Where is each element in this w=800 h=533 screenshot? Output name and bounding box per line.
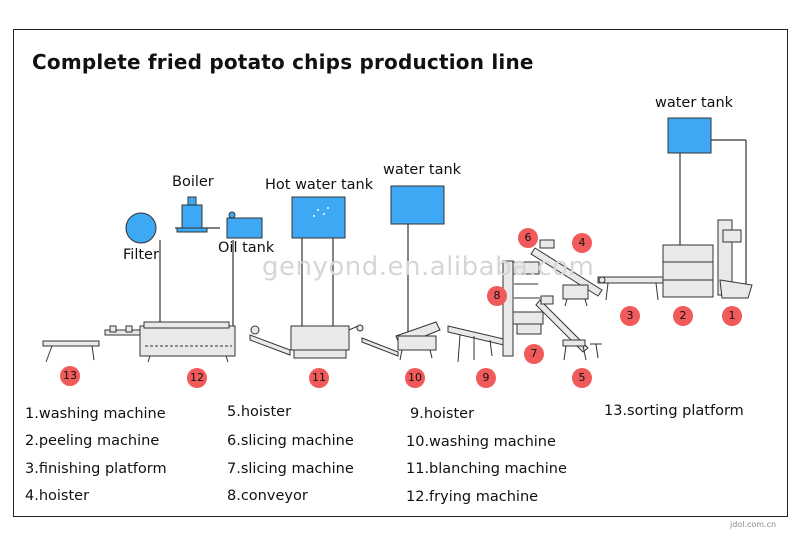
washing-machine-10: [361, 321, 441, 361]
step-marker-3: 3: [620, 306, 640, 326]
hoister-9: [447, 325, 509, 363]
legend-item-5: 5.hoister: [227, 404, 292, 420]
step-marker-4: 4: [572, 233, 592, 253]
filter-tank: [125, 212, 157, 244]
label-boiler: Boiler: [172, 174, 214, 190]
blanching-machine: [249, 324, 364, 359]
peeling-machine: [662, 244, 714, 298]
label-hot-water-tank: Hot water tank: [265, 177, 374, 193]
step-marker-12: 12: [187, 368, 207, 388]
step-marker-13: 13: [60, 366, 80, 386]
legend-item-13: 13.sorting platform: [604, 403, 744, 419]
diagram-frame: [13, 29, 788, 517]
hot-water-tank: [291, 196, 346, 239]
legend-item-7: 7.slicing machine: [227, 461, 354, 477]
label-water-tank-right: water tank: [655, 95, 734, 111]
step-marker-1: 1: [722, 306, 742, 326]
step-marker-8: 8: [487, 286, 507, 306]
sorting-platform: [42, 340, 100, 363]
watermark-text: genyond.en.alibaba.com: [262, 252, 595, 282]
step-marker-11: 11: [309, 368, 329, 388]
legend-item-4: 4.hoister: [25, 488, 90, 504]
water-tank-right: [667, 117, 712, 154]
oil-tank-unit: [226, 211, 263, 239]
legend-item-1: 1.washing machine: [25, 406, 166, 422]
legend-item-10: 10.washing machine: [406, 434, 556, 450]
finishing-platform: [597, 276, 665, 301]
boiler-unit: [176, 196, 208, 233]
step-marker-6: 6: [518, 228, 538, 248]
conveyor-tower: [502, 260, 544, 357]
hoister-5: [535, 295, 602, 361]
legend-item-11: 11.blanching machine: [406, 461, 567, 477]
legend-item-6: 6.slicing machine: [227, 433, 354, 449]
step-marker-7: 7: [524, 344, 544, 364]
washing-machine-1: [717, 219, 753, 299]
step-marker-9: 9: [476, 368, 496, 388]
label-filter: Filter: [123, 247, 159, 263]
image-credit: jdol.com.cn: [730, 520, 777, 529]
legend-item-9: 9.hoister: [410, 406, 475, 422]
hoister-4: [530, 239, 603, 307]
diagram-title: Complete fried potato chips production l…: [32, 50, 534, 74]
hot-water-tank-marks: [313, 207, 329, 217]
label-oil-tank: Oil tank: [218, 240, 275, 256]
legend-item-12: 12.frying machine: [406, 489, 539, 505]
step-marker-2: 2: [673, 306, 693, 326]
legend-item-8: 8.conveyor: [227, 488, 308, 504]
water-tank-mid: [390, 185, 445, 225]
label-water-tank-mid: water tank: [383, 162, 462, 178]
legend-item-3: 3.finishing platform: [25, 461, 167, 477]
step-marker-10: 10: [405, 368, 425, 388]
legend-item-2: 2.peeling machine: [25, 433, 160, 449]
frying-machine: [104, 321, 236, 363]
step-marker-5: 5: [572, 368, 592, 388]
